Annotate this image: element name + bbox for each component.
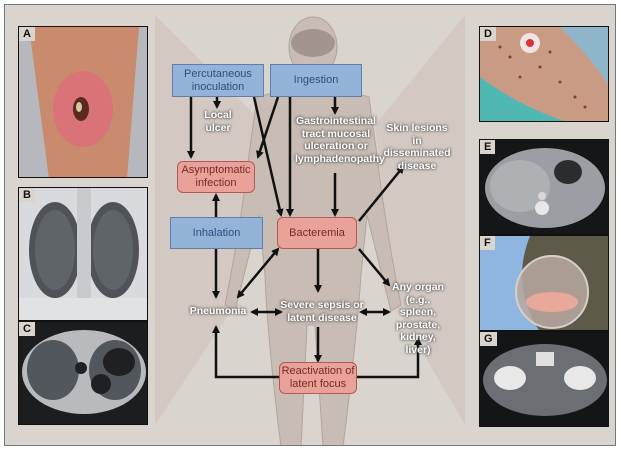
- arrow-bacteremia-pneumonia: [236, 247, 280, 299]
- panel-g: G: [479, 331, 609, 427]
- panel-label-f: F: [480, 236, 495, 250]
- arrow-bacteremia-to-skin-lesions: [358, 165, 405, 222]
- panel-label-b: B: [19, 188, 35, 202]
- arrow-bacteremia-to-any-organ: [358, 248, 391, 287]
- human-body-figure: [224, 16, 402, 445]
- chest-xray-image: [19, 188, 147, 320]
- pelvic-ct-image: [480, 332, 608, 426]
- disease-label-asymptomatic: Asymptomatic infection: [181, 164, 251, 189]
- panel-c: C: [18, 321, 148, 425]
- panel-label-e: E: [480, 140, 496, 154]
- panel-label-d: D: [480, 27, 496, 41]
- label-any-organ: Any organ (e.g., spleen, prostate, kidne…: [392, 281, 444, 356]
- disease-box-asymptomatic-infection: Asymptomatic infection: [177, 161, 255, 193]
- hair: [291, 29, 335, 57]
- chest-ct-image: [19, 322, 147, 424]
- skin-lesions-image: [480, 27, 608, 121]
- pathway-arrows: [187, 96, 422, 379]
- panel-label-a: A: [19, 27, 35, 41]
- route-box-inhalation: Inhalation: [170, 217, 263, 249]
- figure-frame: A B C: [4, 4, 616, 446]
- arrow-reactivation-to-any-organ: [357, 337, 422, 379]
- disease-label-reactivation: Reactivation of latent focus: [281, 365, 355, 390]
- arrow-reactivation-to-pneumonia: [212, 325, 281, 379]
- panel-label-c: C: [19, 322, 35, 336]
- route-label-ingestion: Ingestion: [293, 74, 339, 86]
- panel-e: E: [479, 139, 609, 235]
- panel-d: D: [479, 26, 609, 122]
- arrow-percutaneous-to-bacteremia: [252, 96, 284, 217]
- panel-a: A: [18, 26, 148, 178]
- pus-specimen-image: [480, 236, 608, 330]
- label-skin-lesions: Skin lesions in disseminated disease: [383, 122, 451, 172]
- arrow-ingestion-to-asymptomatic: [256, 96, 280, 159]
- label-local-ulcer: Local ulcer: [204, 109, 232, 134]
- route-box-ingestion: Ingestion: [270, 64, 362, 97]
- panel-label-g: G: [480, 332, 497, 346]
- panel-b: B: [18, 187, 148, 321]
- route-label-percutaneous: Percutaneous inoculation: [184, 67, 252, 93]
- disease-box-bacteremia: Bacteremia: [277, 217, 357, 249]
- label-gi-tract: Gastrointestinal tract mucosal ulceratio…: [295, 115, 385, 165]
- route-label-inhalation: Inhalation: [192, 226, 241, 239]
- route-box-percutaneous-inoculation: Percutaneous inoculation: [172, 64, 264, 97]
- skin-ulcer-image: [19, 27, 147, 177]
- disease-label-bacteremia: Bacteremia: [289, 226, 345, 239]
- abdominal-ct-image: [480, 140, 608, 234]
- disease-box-reactivation: Reactivation of latent focus: [279, 362, 357, 394]
- label-pneumonia: Pneumonia: [189, 305, 247, 317]
- label-severe-sepsis: Severe sepsis or latent disease: [280, 299, 364, 324]
- panel-f: F: [479, 235, 609, 331]
